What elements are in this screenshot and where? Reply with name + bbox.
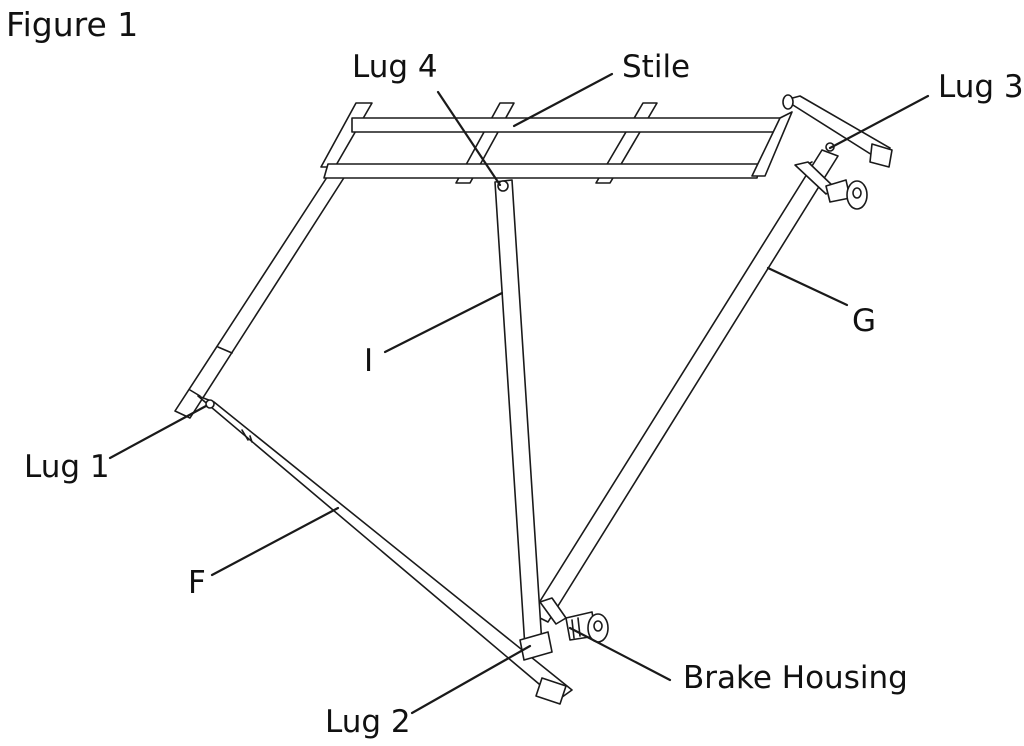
callout-lug-2: Lug 2	[325, 704, 411, 740]
callout-lug-1: Lug 1	[24, 449, 110, 485]
callout-brake-housing: Brake Housing	[683, 660, 908, 696]
leader-lines	[108, 72, 930, 715]
callout-i: I	[364, 343, 374, 379]
callout-stile: Stile	[622, 49, 691, 85]
stile-frame	[323, 94, 893, 179]
tube-g	[531, 149, 839, 623]
tube-i	[494, 179, 543, 649]
callout-lug-4: Lug 4	[352, 49, 438, 85]
callout-f: F	[188, 565, 206, 601]
figure-title: Figure 1	[6, 5, 139, 44]
callout-lug-3: Lug 3	[938, 69, 1024, 105]
upper-caster-wheel	[825, 179, 868, 210]
left-upright-tube	[174, 167, 348, 419]
brake-housing-assembly	[539, 597, 609, 643]
tube-f	[197, 395, 573, 705]
callout-g: G	[852, 303, 877, 339]
